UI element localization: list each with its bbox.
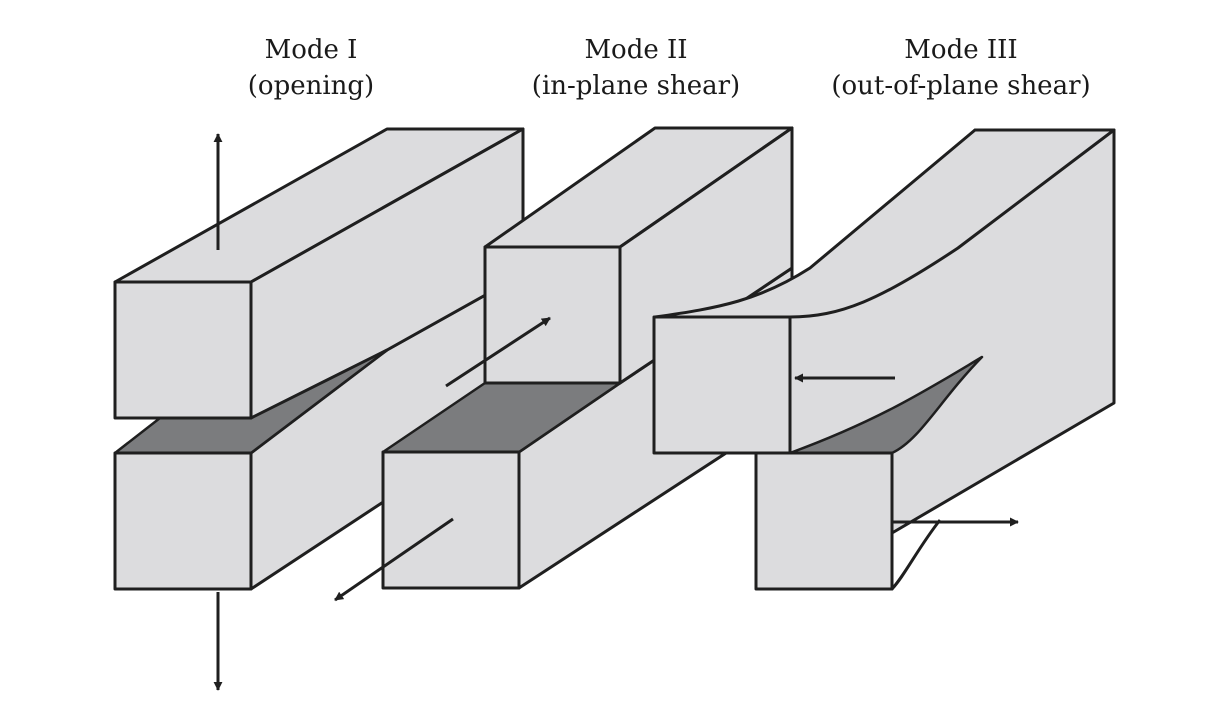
mode-2-upper-front <box>483 245 622 385</box>
mode-3-top-face <box>653 128 1116 319</box>
mode-2-subtitle: (in-plane shear) <box>531 71 741 101</box>
mode-1-specimen <box>113 127 525 691</box>
mode-3-label: Mode III (out-of-plane shear) <box>811 32 1111 104</box>
mode-1-title: Mode I <box>264 35 358 65</box>
mode-2-label: Mode II (in-plane shear) <box>486 32 786 104</box>
mode-3-upper-front <box>652 315 792 455</box>
mode-1-label: Mode I (opening) <box>161 32 461 104</box>
mode-2-arrow-front <box>334 517 454 602</box>
mode-1-lower-front <box>113 451 253 591</box>
mode-2-title: Mode II <box>584 35 688 65</box>
mode-3-lower-curve <box>890 519 942 591</box>
mode-3-title: Mode III <box>904 35 1018 65</box>
mode-1-subtitle: (opening) <box>247 71 375 101</box>
mode-2-arrow-back <box>445 316 551 388</box>
mode-1-upper-front <box>113 280 253 420</box>
mode-3-lower-front <box>754 451 894 591</box>
mode-3-subtitle: (out-of-plane shear) <box>831 71 1091 101</box>
mode-3-specimen <box>652 128 1116 591</box>
mode-3-crack-surface <box>788 355 984 455</box>
